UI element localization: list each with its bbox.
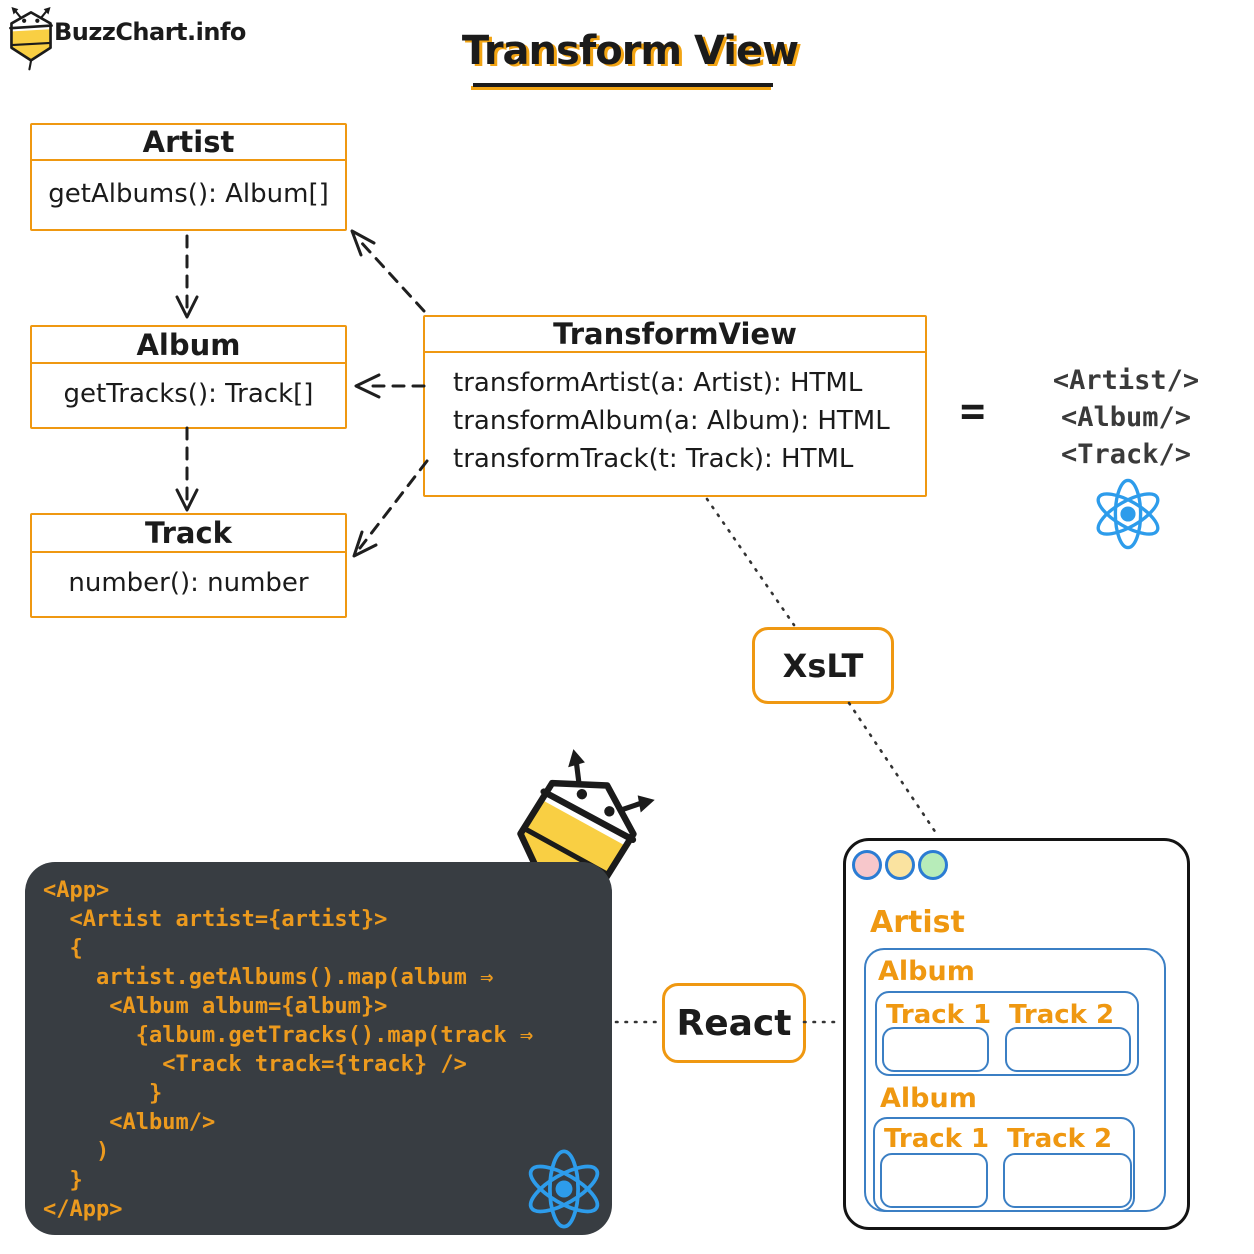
uml-class-artist-name: Artist <box>32 125 345 161</box>
rendered-album-container: Track 1 Track 2 <box>875 991 1139 1076</box>
react-atom-icon <box>1086 472 1170 556</box>
uml-class-artist: Artist getAlbums(): Album[] <box>30 123 347 231</box>
uml-class-transformview: TransformView transformArtist(a: Artist)… <box>423 315 927 497</box>
site-logo-text: BuzzChart.info <box>54 18 246 46</box>
rendered-track-label: Track 1 <box>884 1124 990 1154</box>
page-title: Transform View <box>461 28 799 74</box>
jsx-tag-artist: <Artist/> <box>1052 365 1200 396</box>
uml-class-track-name: Track <box>32 515 345 553</box>
uml-transformview-member: transformAlbum(a: Album): HTML <box>453 406 890 436</box>
rendered-track-container <box>1005 1027 1131 1072</box>
transformview-to-artist-arrow <box>358 239 426 313</box>
uml-class-transformview-name: TransformView <box>425 317 925 353</box>
jsx-code: <App> <Artist artist={artist}> { artist.… <box>43 878 534 1222</box>
rendered-album-label: Album <box>878 956 975 987</box>
minimize-window-icon <box>885 850 915 880</box>
rendered-track-label: Track 2 <box>1009 1000 1115 1030</box>
maximize-window-icon <box>918 850 948 880</box>
rendered-artist-container: Album Track 1 Track 2 Album Track 1 Trac… <box>864 948 1166 1212</box>
uml-transformview-member: transformTrack(t: Track): HTML <box>453 444 854 474</box>
uml-class-album: Album getTracks(): Track[] <box>30 325 347 429</box>
uml-album-member: getTracks(): Track[] <box>63 379 314 409</box>
jsx-code-block: <App> <Artist artist={artist}> { artist.… <box>25 862 612 1235</box>
close-window-icon <box>852 850 882 880</box>
rendered-track-label: Track 2 <box>1007 1124 1113 1154</box>
transformview-to-track-arrow <box>358 459 429 550</box>
jsx-tag-album: <Album/> <box>1060 402 1192 433</box>
rendered-track-container <box>880 1153 988 1208</box>
uml-track-member: number(): number <box>68 568 309 598</box>
rendered-track-label: Track 1 <box>886 1000 992 1030</box>
react-atom-icon <box>517 1142 611 1236</box>
xslt-label: XsLT <box>752 627 894 704</box>
uml-transformview-member: transformArtist(a: Artist): HTML <box>453 368 863 398</box>
rendered-album-label: Album <box>880 1083 977 1114</box>
transformview-to-xslt-dotted-line <box>705 497 796 627</box>
browser-window: Artist Album Track 1 Track 2 Album Track… <box>843 838 1190 1230</box>
xslt-to-browser-dotted-line <box>847 701 938 835</box>
jsx-tag-list: <Artist/> <Album/> <Track/> <box>1038 362 1214 473</box>
equals-sign: = <box>960 386 986 435</box>
uml-class-album-name: Album <box>32 327 345 364</box>
rendered-artist-label: Artist <box>870 905 965 940</box>
uml-artist-member: getAlbums(): Album[] <box>48 178 329 209</box>
rendered-track-container <box>1003 1153 1132 1208</box>
jsx-tag-track: <Track/> <box>1060 439 1192 470</box>
react-label: React <box>662 983 806 1063</box>
uml-class-track: Track number(): number <box>30 513 347 618</box>
title-underline <box>473 83 773 87</box>
bee-logo-icon <box>4 6 58 72</box>
traffic-lights <box>852 850 948 880</box>
rendered-track-container <box>882 1027 989 1072</box>
rendered-album-container: Track 1 Track 2 <box>873 1117 1135 1212</box>
